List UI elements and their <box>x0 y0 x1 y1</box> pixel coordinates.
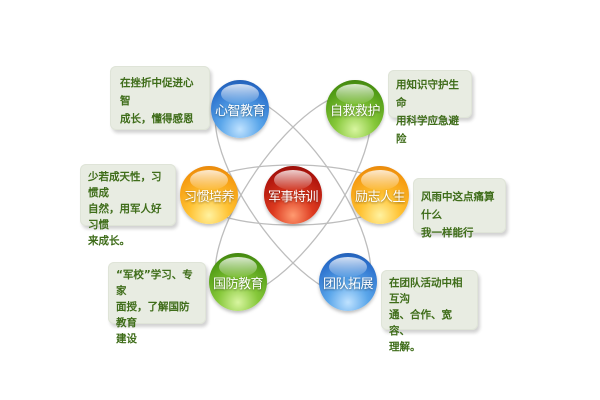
description-line: 我一样能行 <box>421 227 474 239</box>
description-line: 少若成天性，习惯成 <box>88 171 162 199</box>
node-team[interactable]: 团队拓展 <box>319 253 377 311</box>
description-line: 用科学应急避险 <box>396 115 459 145</box>
description-line: 在团队活动中相互沟 <box>389 277 463 305</box>
description-line: 理解。 <box>389 341 421 353</box>
description-box-team: 在团队活动中相互沟 通、合作、宽容、 理解。 <box>381 270 478 353</box>
description-line: 来成长。 <box>88 235 130 247</box>
node-defense[interactable]: 国防教育 <box>209 253 267 311</box>
description-box-rescue: 用知识守护生命 用科学应急避险 <box>388 70 472 145</box>
description-line: 面授，了解国防教育 <box>116 301 190 329</box>
node-mind[interactable]: 心智教育 <box>211 80 269 138</box>
node-rescue[interactable]: 自救救护 <box>326 80 384 138</box>
node-label: 国防教育 <box>212 276 264 292</box>
description-box-habit: 少若成天性，习惯成 自然，用军人好习惯 来成长。 <box>80 164 176 247</box>
center-node[interactable]: 军事特训 <box>264 166 322 224</box>
node-label: 自救救护 <box>329 103 381 119</box>
description-box-inspire: 风雨中这点痛算什么 我一样能行 <box>413 178 506 239</box>
node-label: 团队拓展 <box>322 276 374 292</box>
node-label: 心智教育 <box>214 103 266 119</box>
description-box-defense: “军校”学习、专家 面授，了解国防教育 建设 <box>108 262 206 345</box>
node-inspire[interactable]: 励志人生 <box>351 166 409 224</box>
description-line: 通、合作、宽容、 <box>389 309 452 337</box>
description-line: 用知识守护生命 <box>396 79 459 109</box>
node-habit[interactable]: 习惯培养 <box>180 166 238 224</box>
description-line: 在挫折中促进心智 <box>120 77 194 107</box>
description-line: 成长，懂得感恩 <box>120 113 194 125</box>
description-line: 自然，用军人好习惯 <box>88 203 162 231</box>
node-label: 习惯培养 <box>183 189 235 205</box>
center-node-label: 军事特训 <box>267 189 319 205</box>
description-line: 风雨中这点痛算什么 <box>421 191 495 221</box>
description-box-mind: 在挫折中促进心智 成长，懂得感恩 <box>110 66 210 130</box>
description-line: “军校”学习、专家 <box>116 269 193 297</box>
node-label: 励志人生 <box>354 189 406 205</box>
description-line: 建设 <box>116 333 137 345</box>
